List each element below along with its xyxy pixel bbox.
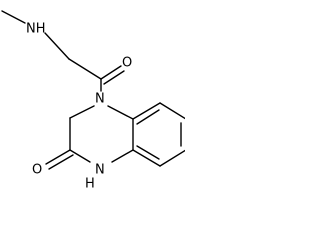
bond-n-c3 [69,105,95,119]
bonds [1,10,185,170]
bond-c8-c8a [132,149,161,167]
label-n-ring: N [95,92,105,107]
bond-c2-o-2 [48,154,74,170]
bond-ch2-carbonyl [68,58,102,80]
bond-carbonyl-o-1 [100,65,122,80]
bond-n1-c8a [111,149,134,163]
bond-n-ch2 [44,32,70,60]
label-o-acyl: O [122,56,132,71]
bond-c4a-c5 [132,102,161,120]
bond-c5-c6 [159,102,185,120]
label-nh-lactam: N [95,163,105,178]
label-o-lactam: O [32,163,42,178]
bond-c7-c8 [159,149,185,167]
label-nh-methylamino: NH [26,22,46,37]
bond-n4-c4a [107,105,134,120]
bond-methyl-n [1,10,26,24]
bond-c8-c8a-inner [136,145,160,160]
bond-c4a-c5-inner [136,109,160,125]
bond-c2-o-1 [45,149,71,165]
bond-c2-n1 [69,149,91,163]
label-h-lactam: H [85,177,95,192]
molecule-structure: NH O N O N H [1,10,185,192]
bond-carbonyl-o-2 [103,70,125,85]
atom-labels: NH O N O N H [26,22,132,192]
